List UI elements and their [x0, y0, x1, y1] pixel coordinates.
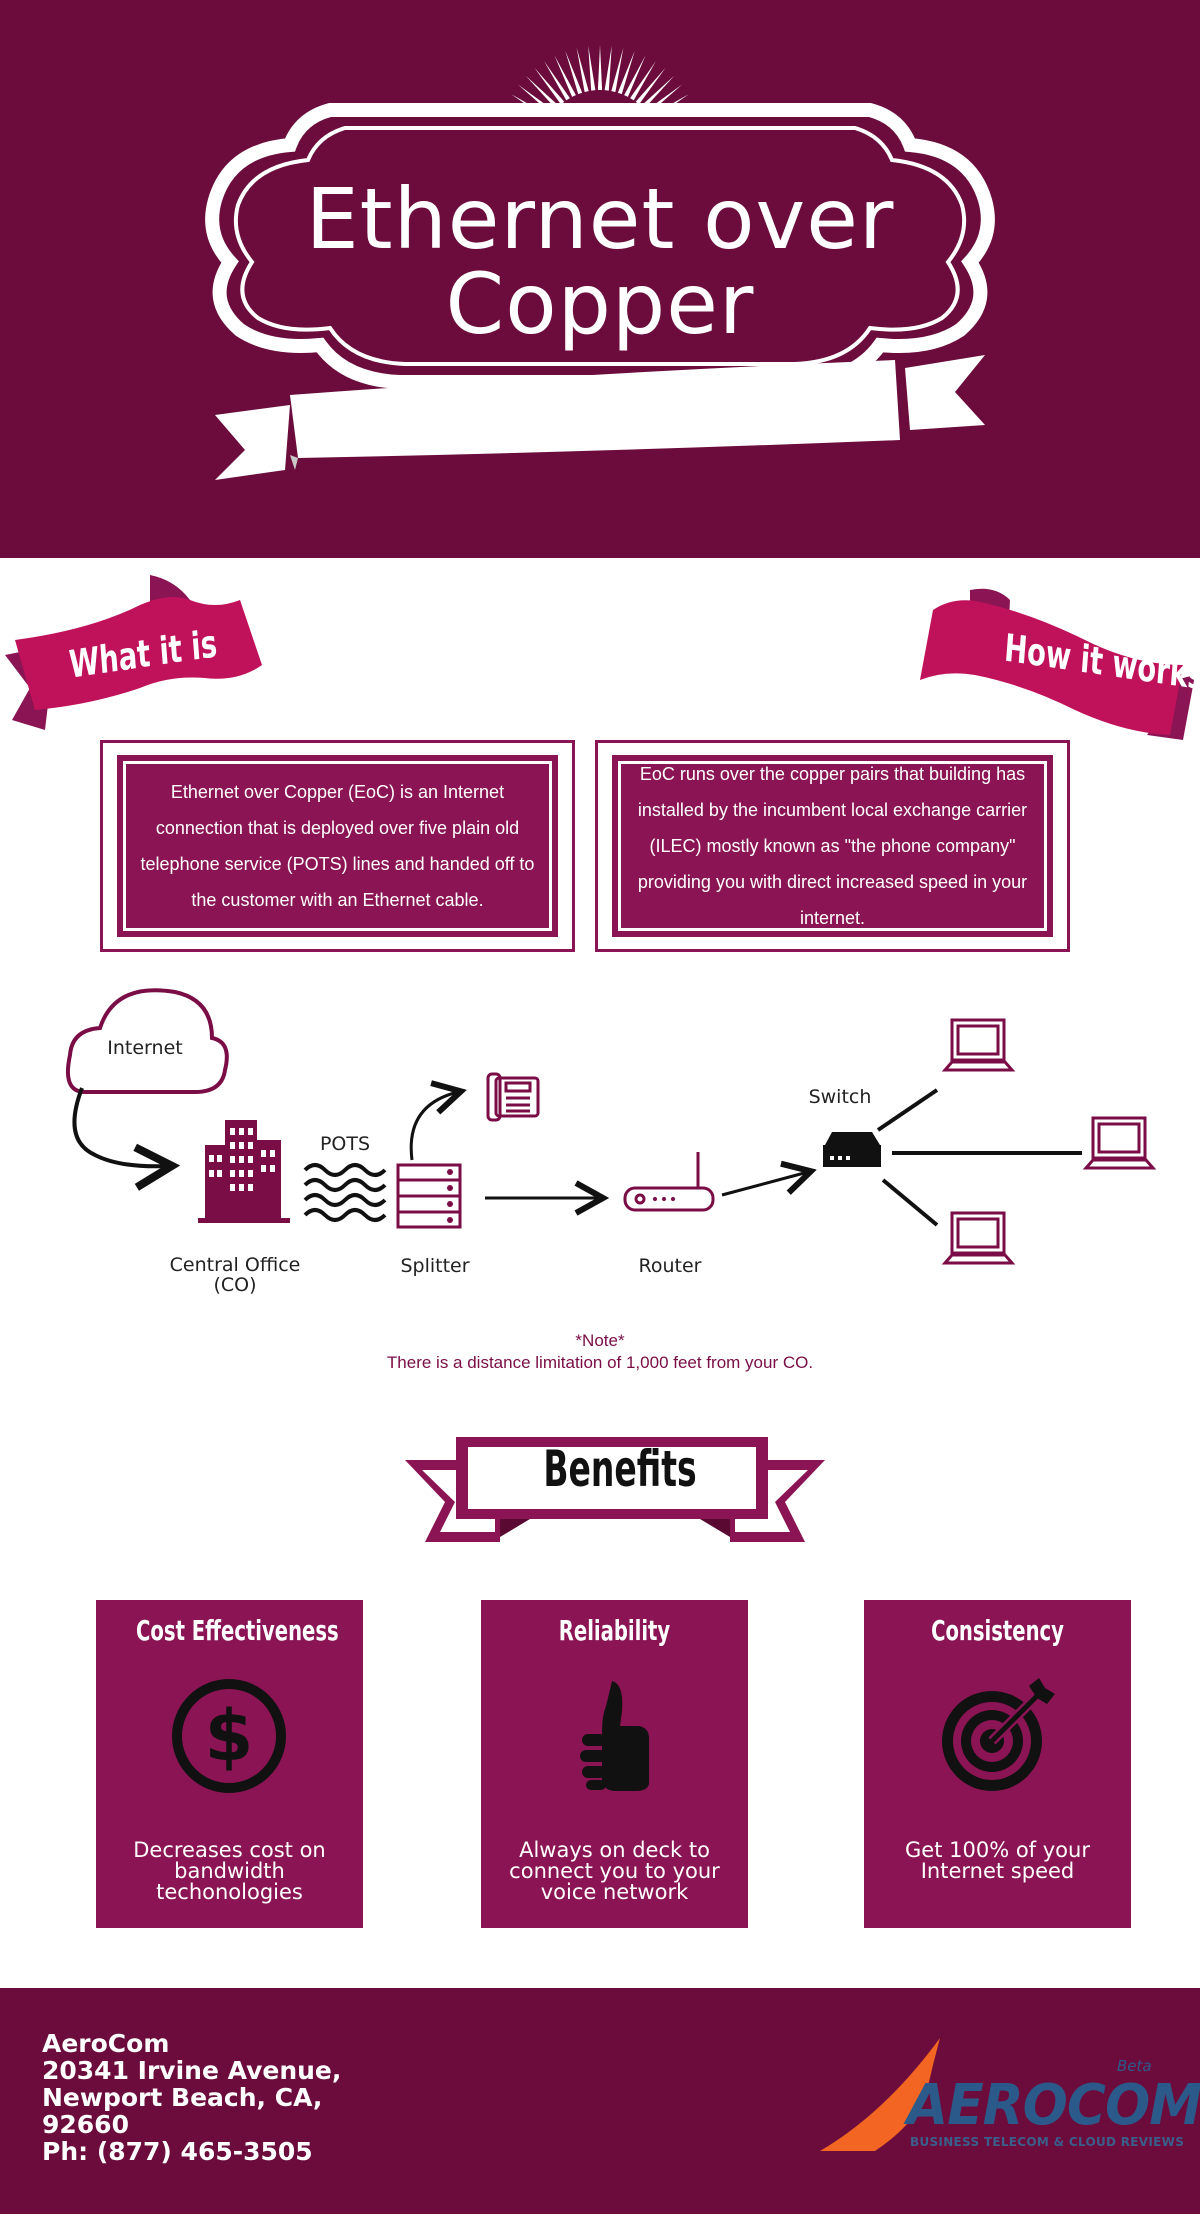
dollar-icon: $ [172, 1679, 286, 1793]
phone-number: Ph: (877) 465-3505 [42, 2137, 313, 2166]
logo-tagline: BUSINESS TELECOM & CLOUD REVIEWS [910, 2135, 1185, 2149]
benefit-text: Always on deck to connect you to your vo… [509, 1838, 720, 1904]
benefit-text: Get 100% of your Internet speed [905, 1838, 1090, 1883]
target-icon [942, 1678, 1055, 1791]
benefit-text: Decreases cost on bandwidth techonologie… [133, 1838, 326, 1904]
computer-icon [941, 1018, 1016, 1072]
sunburst-ray [611, 47, 624, 93]
sunburst-ray [597, 45, 603, 91]
central-office-label: Central Office (CO) [150, 1255, 320, 1295]
how-it-works-text: EoC runs over the copper pairs that buil… [637, 764, 1028, 928]
sunburst-ray [554, 55, 576, 97]
phone-arrow [409, 1092, 458, 1161]
central-office-name: Central Office [169, 1254, 301, 1276]
internet-label: Internet [107, 1037, 183, 1059]
sunburst-ray [534, 67, 565, 105]
note-text: There is a distance limitation of 1,000 … [386, 1353, 814, 1372]
how-it-works-banner [920, 588, 1195, 740]
header: Ethernet over Copper [0, 0, 1200, 558]
benefits-title: Benefits [543, 1440, 697, 1498]
router-icon [623, 1152, 715, 1212]
city-state: Newport Beach, CA, [42, 2083, 323, 2112]
sunburst-ray [635, 67, 666, 105]
footer: AeroCom 20341 Irvine Avenue, Newport Bea… [0, 1988, 1200, 2214]
benefit-card-consistency: Consistency Get 100% of your Internet sp… [864, 1600, 1131, 1928]
page-title-line-1: Ethernet over [305, 170, 895, 268]
zip-code: 92660 [42, 2110, 129, 2139]
what-it-is-box: Ethernet over Copper (EoC) is an Interne… [100, 740, 575, 952]
thumbs-up-icon [580, 1681, 649, 1791]
company-address: AeroCom 20341 Irvine Avenue, Newport Bea… [42, 2030, 341, 2165]
page-title-line-2: Copper [445, 255, 755, 353]
phone-icon [486, 1072, 540, 1122]
benefit-card-cost: Cost Effectiveness $ Decreases cost on b… [96, 1600, 363, 1928]
logo-wordmark: AEROCOM [907, 2073, 1200, 2138]
sunburst-ray [640, 75, 675, 110]
cloud-icon [65, 988, 229, 1094]
sunburst-ray [525, 75, 560, 110]
benefits-banner [405, 1437, 825, 1542]
benefit-title: Consistency [931, 1614, 1064, 1647]
benefit-card-reliability: Reliability Always on deck to connect yo… [481, 1600, 748, 1928]
how-it-works-panel: EoC runs over the copper pairs that buil… [612, 755, 1053, 937]
what-it-is-banner [5, 575, 262, 730]
what-it-is-text: Ethernet over Copper (EoC) is an Interne… [140, 782, 535, 910]
sunburst-ray [617, 50, 635, 95]
sunburst-ray [630, 61, 656, 101]
sunburst-ray [588, 45, 596, 91]
computer-icon [941, 1211, 1016, 1265]
central-office-abbr: (CO) [213, 1274, 257, 1296]
pots-label: POTS [319, 1133, 371, 1155]
sunburst-ray [544, 61, 570, 101]
title-badge-graphic [205, 45, 995, 480]
network-diagram [65, 988, 1157, 1265]
note-heading: *Note* [575, 1331, 625, 1350]
svg-text:$: $ [205, 1695, 254, 1777]
switch-icon [823, 1132, 881, 1167]
company-name: AeroCom [42, 2029, 170, 2058]
benefit-title: Cost Effectiveness [136, 1614, 339, 1647]
sunburst-ray [624, 55, 646, 97]
router-label: Router [638, 1255, 702, 1277]
distance-note: *Note* There is a distance limitation of… [0, 1330, 1200, 1374]
what-it-is-panel: Ethernet over Copper (EoC) is an Interne… [117, 755, 558, 937]
sunburst-ray [604, 45, 612, 91]
computer-icon [1082, 1116, 1157, 1170]
splitter-icon [396, 1163, 462, 1229]
sunburst-ray [576, 47, 589, 93]
street-address: 20341 Irvine Avenue, [42, 2056, 342, 2085]
pots-waves-icon [303, 1163, 387, 1222]
sunburst-ray [565, 50, 583, 95]
how-it-works-box: EoC runs over the copper pairs that buil… [595, 740, 1070, 952]
switch-label: Switch [808, 1086, 872, 1108]
splitter-label: Splitter [400, 1255, 470, 1277]
logo-beta: Beta [1117, 2057, 1152, 2075]
logo-swoosh-icon [820, 2038, 940, 2151]
internet-arrow [72, 1087, 168, 1166]
aerocom-logo[interactable]: AEROCOM Beta BUSINESS TELECOM & CLOUD RE… [815, 2033, 1200, 2173]
benefit-title: Reliability [558, 1614, 671, 1647]
